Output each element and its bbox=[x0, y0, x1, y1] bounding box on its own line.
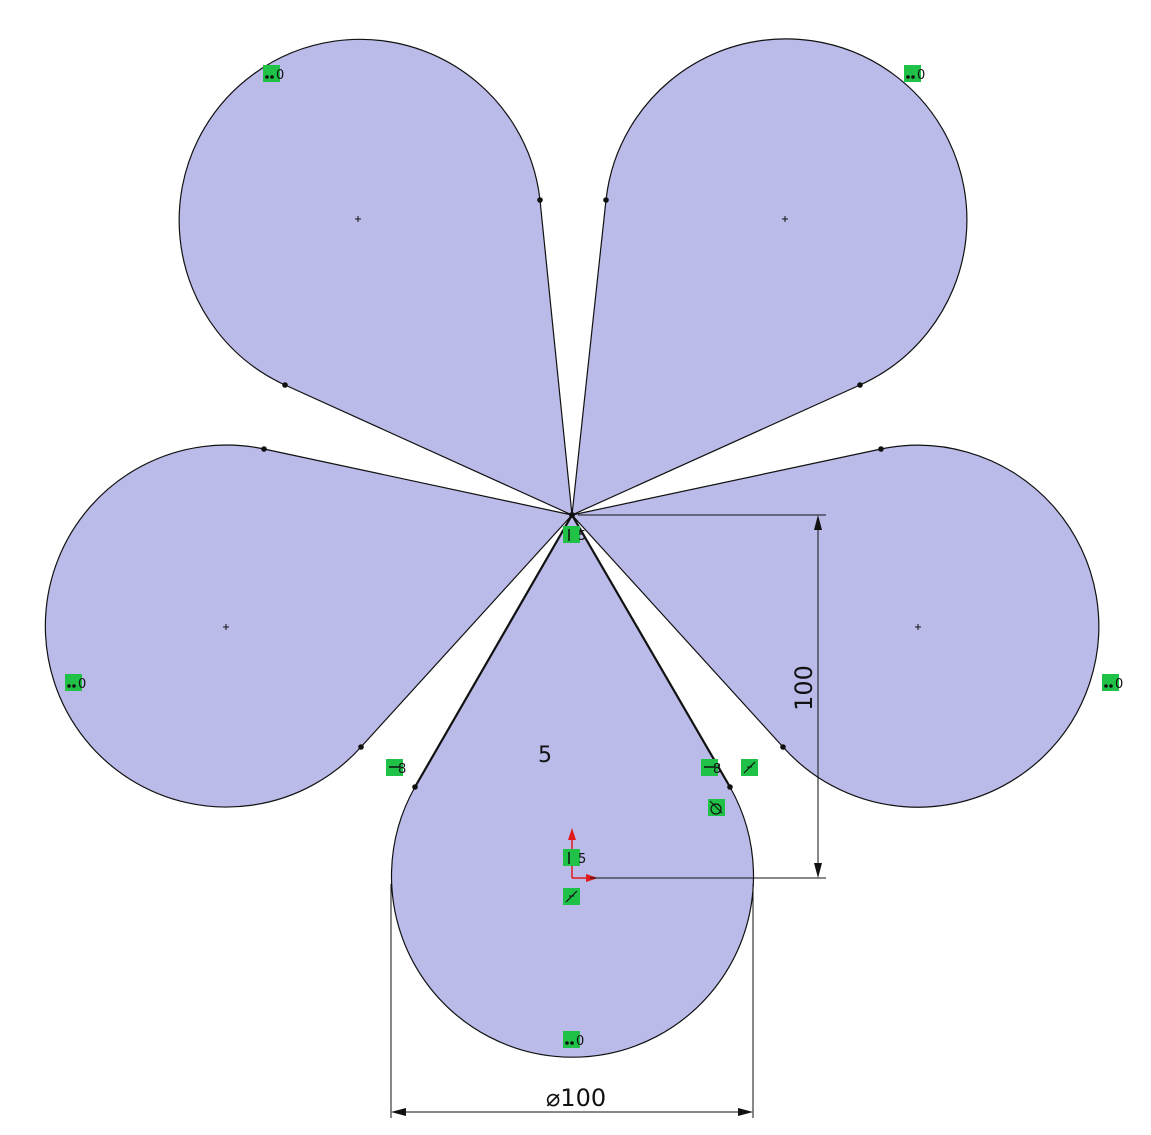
svg-text:0: 0 bbox=[917, 68, 925, 83]
coincident-relation-icon[interactable]: 0 bbox=[263, 65, 284, 83]
sketch-point[interactable] bbox=[569, 512, 575, 518]
tangent-arc-relation-icon[interactable] bbox=[708, 799, 725, 816]
sketch-point[interactable] bbox=[878, 446, 884, 452]
dimension-vertical-value[interactable]: 100 bbox=[790, 665, 818, 711]
dimension-diameter[interactable]: ⌀100 bbox=[390, 884, 754, 1118]
region-label: 5 bbox=[538, 743, 552, 768]
center-marks bbox=[223, 216, 921, 630]
center-mark[interactable] bbox=[782, 216, 788, 222]
vertical-relation-icon[interactable]: 5 bbox=[563, 849, 586, 867]
dimension-diameter-value[interactable]: ⌀100 bbox=[546, 1084, 606, 1112]
fix-relation-icon[interactable] bbox=[563, 888, 580, 905]
tangent-relation-icon[interactable]: 8 bbox=[386, 759, 406, 777]
tangent-edge-right[interactable] bbox=[571, 514, 731, 788]
sketch-point[interactable] bbox=[282, 382, 288, 388]
center-mark[interactable] bbox=[223, 624, 229, 630]
relation-markers: 0 0 0 0 0 5 5 bbox=[65, 65, 1123, 1049]
sketch-point[interactable] bbox=[358, 744, 364, 750]
svg-text:0: 0 bbox=[276, 68, 284, 83]
center-mark[interactable] bbox=[915, 624, 921, 630]
tangent-edge-left[interactable] bbox=[414, 514, 573, 788]
petal-upper-right[interactable] bbox=[571, 38, 968, 516]
svg-text:0: 0 bbox=[78, 677, 86, 692]
sketch-point[interactable] bbox=[727, 784, 733, 790]
sketch-points bbox=[261, 197, 884, 790]
sketch-point[interactable] bbox=[537, 197, 543, 203]
svg-text:5: 5 bbox=[578, 529, 586, 544]
coincident-relation-icon[interactable]: 0 bbox=[904, 65, 925, 83]
midpoint-relation-icon[interactable] bbox=[741, 759, 758, 776]
petal-right[interactable] bbox=[570, 444, 1100, 808]
svg-text:5: 5 bbox=[578, 852, 586, 867]
center-mark[interactable] bbox=[355, 216, 361, 222]
coincident-relation-icon[interactable]: 0 bbox=[65, 674, 86, 692]
petals bbox=[44, 38, 1100, 1058]
sketch-point[interactable] bbox=[857, 382, 863, 388]
sketch-point[interactable] bbox=[603, 197, 609, 203]
svg-text:8: 8 bbox=[713, 762, 721, 777]
sketch-point[interactable] bbox=[261, 446, 267, 452]
svg-text:0: 0 bbox=[576, 1034, 584, 1049]
coincident-relation-icon[interactable]: 0 bbox=[1102, 674, 1123, 692]
petal-upper-left[interactable] bbox=[178, 38, 573, 516]
vertical-relation-icon[interactable]: 5 bbox=[563, 526, 586, 544]
sketch-point[interactable] bbox=[412, 784, 418, 790]
coincident-relation-icon[interactable]: 0 bbox=[563, 1031, 584, 1049]
svg-text:0: 0 bbox=[1115, 677, 1123, 692]
petal-left[interactable] bbox=[44, 444, 574, 808]
svg-text:8: 8 bbox=[398, 762, 406, 777]
sketch-point[interactable] bbox=[780, 744, 786, 750]
dimension-vertical[interactable]: 100 bbox=[578, 514, 826, 879]
tangent-relation-icon[interactable]: 8 bbox=[701, 759, 721, 777]
